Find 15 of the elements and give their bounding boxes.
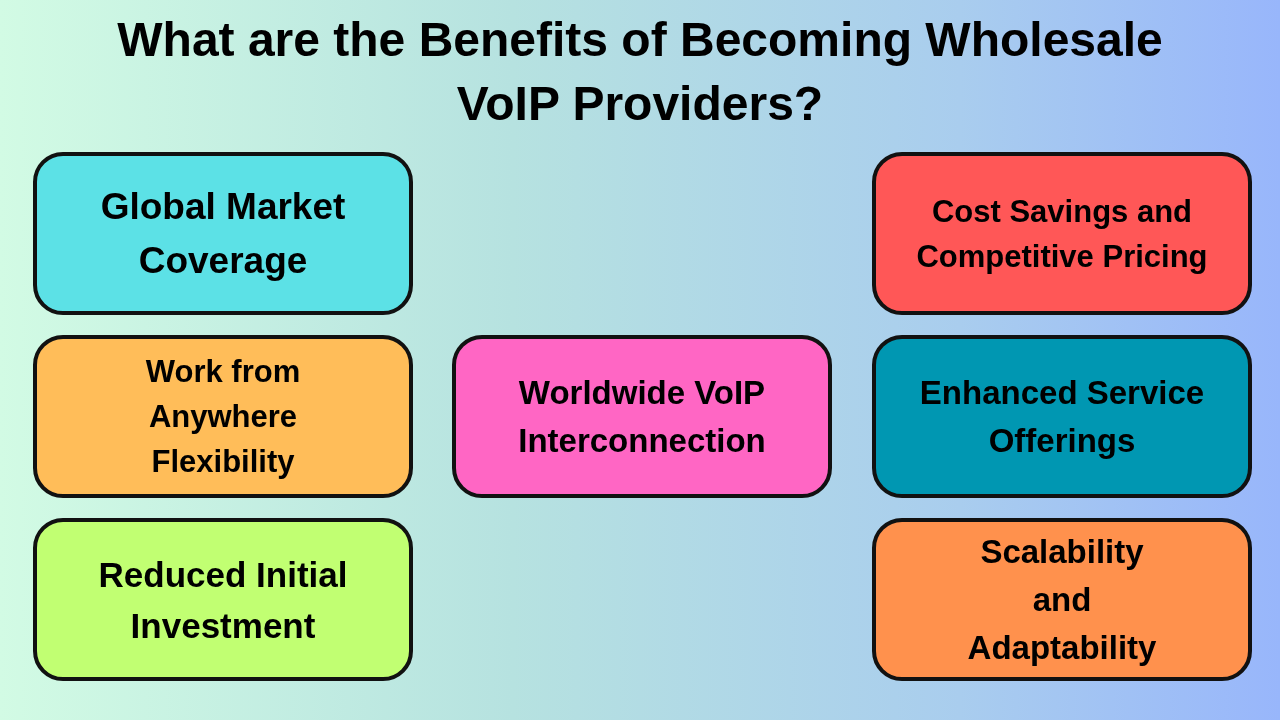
benefit-text: Scalability and Adaptability xyxy=(966,531,1158,668)
benefit-box xyxy=(452,335,832,498)
benefit-box xyxy=(872,335,1252,498)
benefit-text: Cost Savings and Competitive Pricing xyxy=(915,192,1209,276)
benefit-text: Reduced Initial Investment xyxy=(97,553,349,647)
benefit-box xyxy=(872,518,1252,681)
benefit-box xyxy=(33,518,413,681)
benefit-box xyxy=(33,335,413,498)
title: What are the Benefits of Becoming Wholesale VoIP Providers? xyxy=(116,12,1164,132)
benefit-text: Work from Anywhere Flexibility xyxy=(144,353,302,481)
benefit-text: Enhanced Service Offerings xyxy=(918,372,1206,461)
benefit-text: Worldwide VoIP Interconnection xyxy=(517,372,767,461)
benefit-box xyxy=(33,152,413,315)
benefit-text: Global Market Coverage xyxy=(99,184,347,283)
benefit-box xyxy=(872,152,1252,315)
